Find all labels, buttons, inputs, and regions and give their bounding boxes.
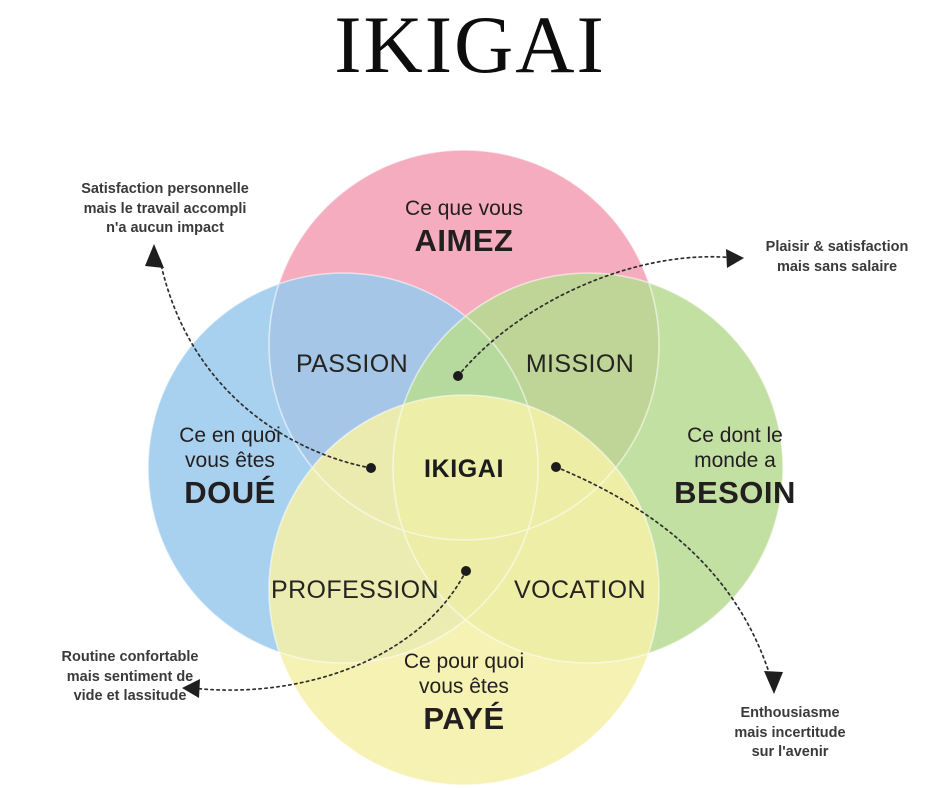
arrowhead-bottom-left (182, 679, 200, 698)
connector-dot-profession (461, 566, 471, 576)
annotation-top-left: Satisfaction personnelle mais le travail… (60, 180, 270, 239)
annotation-top-left-line2: mais le travail accompli (83, 200, 247, 217)
circle-label-paye-line2: vous êtes (419, 674, 509, 698)
annotation-top-left-line1: Satisfaction personnelle (81, 181, 249, 197)
page-title: IKIGAI (334, 0, 606, 90)
annotation-bottom-left: Routine confortable mais sentiment de vi… (25, 648, 235, 707)
connector-dot-vocation (551, 462, 561, 472)
annotation-bottom-left-line3: vide et lassitude (73, 688, 187, 705)
connector-dot-passion (366, 463, 376, 473)
annotation-top-right: Plaisir & satisfaction mais sans salaire (742, 238, 932, 277)
annotation-bottom-right: Enthousiasme mais incertitude sur l'aven… (700, 704, 880, 763)
circle-label-besoin: Ce dont le monde a BESOIN (605, 424, 865, 511)
circle-label-aimez: Ce que vous AIMEZ (334, 197, 594, 259)
circle-label-paye-line1: Ce pour quoi (403, 650, 525, 673)
intersection-label-ikigai: IKIGAI (424, 455, 504, 483)
circle-label-aimez-strong: AIMEZ (414, 222, 514, 258)
intersection-label-passion: PASSION (295, 350, 409, 378)
annotation-top-left-line3: n'a aucun impact (106, 220, 224, 237)
circle-label-besoin-line2: monde a (694, 448, 776, 472)
ring-aimez (268, 149, 660, 541)
intersection-label-vocation: VOCATION (514, 576, 646, 604)
annotation-bottom-left-line1: Routine confortable (61, 649, 199, 665)
circle-label-besoin-strong: BESOIN (674, 474, 796, 510)
annotation-bottom-left-line2: mais sentiment de (66, 668, 194, 685)
circle-label-besoin-line1: Ce dont le (687, 424, 783, 447)
annotation-bottom-right-line3: sur l'avenir (751, 744, 829, 761)
circle-paye (269, 395, 659, 785)
annotation-top-right-line2: mais sans salaire (776, 258, 898, 275)
connector-bottom-right (555, 466, 773, 683)
arrowhead-top-left (145, 244, 164, 268)
intersection-label-mission: MISSION (525, 350, 635, 378)
connector-top-left (159, 259, 372, 469)
circle-label-paye-strong: PAYÉ (423, 700, 505, 736)
annotation-bottom-right-line1: Enthousiasme (740, 705, 840, 721)
ring-paye (268, 394, 660, 786)
intersection-label-profession: PROFESSION (271, 576, 439, 604)
circle-label-paye: Ce pour quoi vous êtes PAYÉ (334, 650, 594, 737)
circle-label-aimez-small: Ce que vous (405, 197, 523, 220)
arrowhead-bottom-right (764, 671, 783, 694)
circle-label-doue-line1: Ce en quoi (179, 424, 281, 447)
connector-dot-aimez-mission (453, 371, 463, 381)
circle-label-doue-strong: DOUÉ (184, 474, 276, 510)
connector-bottom-left (191, 570, 467, 691)
ring-doue (147, 272, 539, 664)
ring-besoin (392, 272, 784, 664)
circle-label-doue-line2: vous êtes (185, 448, 275, 472)
annotation-bottom-right-line2: mais incertitude (734, 724, 846, 741)
annotation-top-right-line1: Plaisir & satisfaction (765, 239, 909, 255)
connector-top-right (457, 256, 736, 377)
circle-label-doue: Ce en quoi vous êtes DOUÉ (100, 424, 360, 511)
arrowhead-top-right (726, 249, 744, 268)
